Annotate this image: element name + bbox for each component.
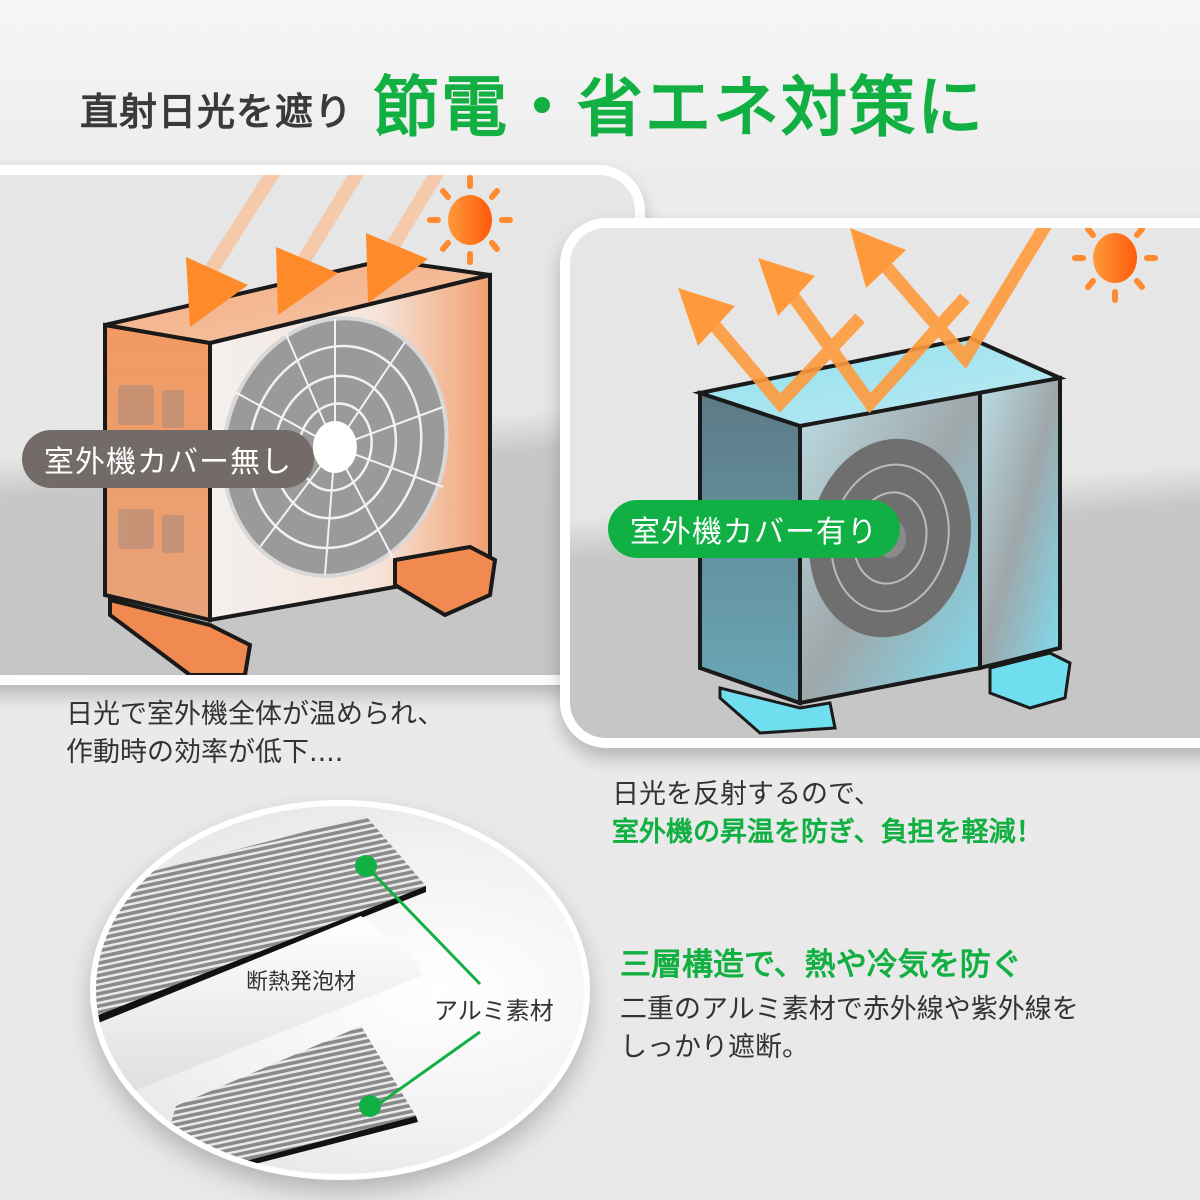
- panel-without-cover: [0, 165, 645, 685]
- aluminum-label: アルミ素材: [434, 997, 554, 1025]
- arrow-reflect-icon: [695, 228, 1052, 414]
- headline-sub: 直射日光を遮り: [80, 90, 354, 134]
- feature-title: 三層構造で、熱や冷気を防ぐ: [620, 947, 1022, 983]
- ac-unit-covered-illustration: [678, 228, 1158, 735]
- fan-grille: [221, 316, 449, 578]
- leader-dot-icon: [359, 1095, 381, 1117]
- leader-dot-icon: [355, 855, 377, 877]
- feature-body: 二重のアルミ素材で赤外線や紫外線を しっかり遮断。: [620, 994, 1079, 1063]
- arrow-down-icon: [186, 233, 428, 327]
- badge-with-cover: 室外機カバー有り: [608, 500, 900, 558]
- material-cross-section: 断熱発泡材 アルミ素材: [90, 800, 590, 1180]
- three-layer-feature: 三層構造で、熱や冷気を防ぐ 二重のアルミ素材で赤外線や紫外線を しっかり遮断。: [620, 943, 1079, 1067]
- panel-with-cover: [560, 218, 1200, 748]
- headline: 直射日光を遮り 節電・省エネ対策に: [80, 60, 985, 150]
- headline-main: 節電・省エネ対策に: [373, 69, 986, 146]
- ac-unit-hot-illustration: [103, 175, 513, 675]
- caption-without-cover: 日光で室外機全体が温められ、 作動時の効率が低下....: [66, 699, 445, 768]
- foam-label: 断熱発泡材: [246, 970, 357, 995]
- sun-icon: [427, 175, 513, 265]
- badge-without-cover: 室外機カバー無し: [22, 430, 314, 488]
- sun-icon: [1072, 228, 1158, 303]
- caption-with-cover: 日光を反射するので、 室外機の昇温を防ぎ、負担を軽減！: [612, 779, 1043, 848]
